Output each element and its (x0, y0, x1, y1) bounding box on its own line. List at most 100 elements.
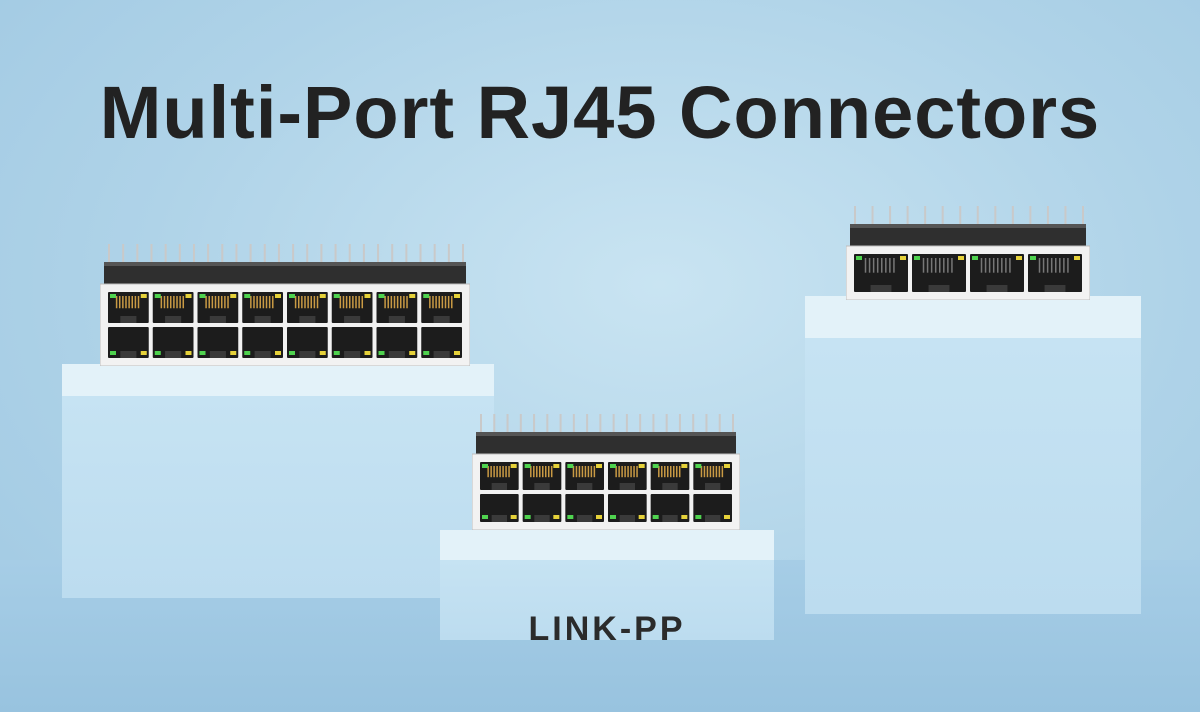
middle-connector-contact (721, 466, 724, 478)
middle-connector-contact (533, 466, 535, 478)
right-connector-contact (1055, 258, 1057, 273)
middle-connector-led-yellow (596, 515, 602, 519)
middle-connector-contact (581, 466, 584, 478)
page-title: Multi-Port RJ45 Connectors (99, 71, 1101, 154)
left-connector-port-latch (254, 316, 271, 323)
right-connector-contact (1038, 258, 1041, 273)
middle-connector-led-green (567, 464, 574, 468)
left-connector-port-latch (254, 351, 271, 358)
left-connector-led-yellow (275, 351, 281, 355)
left-connector-contact (211, 296, 214, 309)
left-connector-pin (306, 244, 309, 266)
left-connector-contact (310, 296, 313, 309)
middle-connector-led-green (695, 515, 702, 519)
middle-connector-led-green (524, 515, 531, 519)
middle-connector-led-green (567, 515, 574, 519)
left-connector-contact (182, 296, 185, 309)
left-connector-pin (462, 244, 464, 266)
right-connector-pin (889, 206, 892, 228)
middle-connector-contact (675, 466, 678, 478)
left-connector-contact (205, 296, 207, 309)
middle-connector-pin (572, 414, 575, 436)
middle-connector-contact (493, 466, 495, 478)
right-connector-pin (959, 206, 962, 228)
left-connector-contact (304, 296, 306, 309)
left-connector-contact (265, 296, 268, 309)
left-connector-contact (358, 296, 360, 309)
left-connector-contact (348, 296, 351, 309)
middle-connector-led-yellow (724, 515, 730, 519)
middle-connector-port-latch (534, 515, 550, 522)
left-connector-contact (134, 296, 137, 309)
middle-connector-contact (544, 466, 547, 478)
left-connector-led-yellow (454, 351, 460, 355)
middle-connector-pin (639, 414, 642, 436)
middle-connector-contact (536, 466, 538, 478)
left-connector-led-green (423, 294, 430, 298)
left-connector-pin (277, 244, 280, 266)
left-connector-contact (268, 296, 271, 309)
left-connector-contact (137, 296, 140, 309)
middle-connector-led-green (482, 515, 488, 519)
left-connector-contact (224, 296, 226, 309)
left-connector-contact (301, 296, 303, 309)
left-connector-contact (173, 296, 175, 309)
right-connector-contact (1067, 258, 1069, 273)
middle-connector-contact (703, 466, 706, 478)
middle-connector-contact (502, 466, 504, 478)
middle-connector-contact (667, 466, 669, 478)
left-connector-contact (339, 296, 342, 309)
left-connector-port-latch (120, 316, 137, 323)
middle-connector-contact (584, 466, 587, 478)
left-connector-led-yellow (230, 294, 237, 298)
left-connector-contact (294, 296, 297, 309)
left-connector-contact (125, 296, 127, 309)
right-connector-pin (854, 206, 856, 228)
left-connector-led-yellow (140, 351, 147, 355)
left-connector-contact (259, 296, 261, 309)
middle-connector-port (480, 494, 519, 522)
left-connector-led-green (154, 351, 161, 355)
left-connector-pin (292, 244, 295, 266)
right-connector-pin (906, 206, 909, 228)
left-connector-contact (227, 296, 229, 309)
left-connector-contact (345, 296, 348, 309)
middle-connector-led-green (610, 464, 616, 468)
middle-connector-pin (705, 414, 708, 436)
middle-connector-contact (706, 466, 709, 478)
middle-connector-pin (612, 414, 615, 436)
left-connector-led-yellow (185, 351, 192, 355)
middle-connector-led-green (482, 464, 488, 468)
left-connector-pin (192, 244, 195, 266)
right-connector-led-yellow (1074, 256, 1080, 260)
left-connector-cap-highlight (104, 262, 466, 266)
left-connector-led-green (110, 294, 116, 298)
middle-connector-led-yellow (596, 464, 602, 468)
right-pedestal (805, 296, 1141, 614)
right-connector-pin (941, 206, 944, 228)
left-connector-port (108, 327, 149, 358)
left-connector-pin (334, 244, 337, 266)
middle-connector-pin (506, 414, 509, 436)
left-connector-led-yellow (230, 351, 237, 355)
right-connector-led-green (914, 256, 920, 260)
left-connector-pin (150, 244, 153, 266)
left-connector-contact (179, 296, 181, 309)
left-connector-pin (263, 244, 266, 266)
left-connector-port-latch (120, 351, 137, 358)
left-connector-contact (166, 296, 169, 309)
middle-connector-contact (499, 466, 501, 478)
left-connector-contact (253, 296, 255, 309)
left-connector-pin (377, 244, 380, 266)
middle-connector-contact (709, 466, 712, 478)
left-connector-contact (297, 296, 300, 309)
left-connector-led-green (378, 294, 385, 298)
middle-connector-contact (593, 466, 596, 478)
middle-connector-pin (692, 414, 695, 436)
left-connector-pin (419, 244, 422, 266)
left-connector-pin (447, 244, 450, 266)
rj45-1x4-connector-icon (846, 206, 1090, 300)
left-connector-pin (207, 244, 210, 266)
right-connector-contact (988, 258, 991, 273)
left-connector-led-green (244, 351, 251, 355)
